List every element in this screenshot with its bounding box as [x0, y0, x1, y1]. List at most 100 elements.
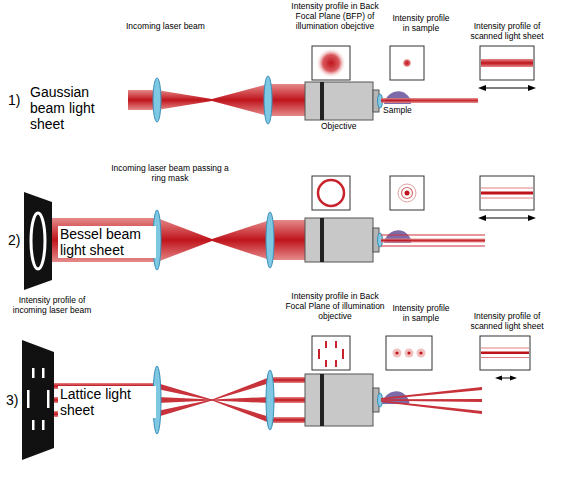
side-lobe — [481, 348, 529, 349]
bessel-core — [405, 191, 410, 196]
bfp-dash — [335, 341, 337, 348]
part-label: Sample — [383, 106, 412, 116]
arrow-head — [528, 215, 536, 221]
bfp-dash — [335, 360, 337, 367]
mask-slit — [47, 390, 50, 408]
laser-beam — [212, 84, 268, 116]
row-title: Gaussian beam light sheet — [28, 84, 128, 132]
objective-body — [305, 82, 373, 120]
side-lobe — [381, 246, 485, 247]
header-label: Intensity profile of scanned light sheet — [461, 312, 553, 332]
laser-beam — [157, 218, 212, 262]
scan-arrow — [484, 218, 530, 219]
arrow-head — [528, 85, 536, 91]
row-number: 3) — [4, 392, 20, 408]
profile-box — [312, 176, 350, 210]
laser-beam — [270, 417, 305, 423]
lens — [266, 370, 274, 430]
header-label: Incoming laser beam — [126, 22, 205, 32]
lattice-spot — [405, 349, 414, 358]
header-label: Intensity profile of incoming laser beam — [2, 296, 102, 316]
lens — [153, 78, 161, 122]
laser-beam — [270, 397, 305, 403]
profile-box — [386, 336, 432, 370]
laser-beam — [212, 397, 270, 403]
laser-beam — [157, 400, 212, 418]
objective-bfp-bar — [320, 82, 324, 120]
header-label: Intensity profile in sample — [389, 14, 453, 34]
mask-ring — [31, 213, 45, 269]
objective-bfp-bar — [320, 218, 324, 262]
profile-box — [480, 336, 530, 370]
laser-beam — [212, 400, 270, 424]
gaussian-profile — [316, 48, 346, 78]
side-lobe — [481, 357, 529, 358]
mask-slit — [42, 420, 45, 430]
arrow-head — [510, 376, 517, 381]
row-number: 1) — [6, 92, 22, 108]
lattice-mask — [22, 340, 54, 460]
ring-profile — [318, 180, 344, 206]
row-title: Bessel beam light sheet — [58, 226, 156, 258]
laser-beam — [268, 84, 305, 116]
light-sheet-beam — [381, 98, 478, 103]
side-lobe — [481, 198, 533, 199]
bfp-dash — [318, 349, 320, 359]
mask-slit — [32, 420, 35, 430]
light-sheet-beam — [381, 401, 482, 415]
bfp-dash — [325, 360, 327, 367]
lattice-spot — [417, 349, 426, 358]
laser-beam — [52, 218, 157, 262]
header-label: Incoming laser beam passing a ring mask — [110, 164, 230, 184]
profile-box — [390, 46, 424, 80]
objective-body — [305, 374, 373, 426]
light-sheet-band — [481, 352, 529, 355]
mask-slit — [42, 368, 45, 378]
light-sheet-band — [481, 59, 533, 67]
part-label: Objective — [321, 122, 356, 132]
mask-slit — [27, 390, 30, 408]
laser-beam — [270, 377, 305, 383]
light-sheet-beam — [381, 399, 482, 402]
bessel-ring — [398, 184, 416, 202]
lattice-spot — [419, 351, 422, 354]
header-label: Intensity profile in Back Focal Plane (B… — [282, 2, 388, 31]
arrow-head — [478, 85, 486, 91]
lens — [266, 212, 274, 268]
profile-box — [390, 176, 424, 210]
header-label: Intensity profile in sample — [389, 304, 453, 324]
ring-mask — [24, 192, 52, 290]
profile-box — [480, 46, 534, 80]
objective-body — [305, 218, 373, 262]
light-sheet-beam — [381, 387, 482, 400]
arrow-head — [478, 215, 486, 221]
laser-beam — [212, 377, 270, 401]
row-number: 2) — [6, 232, 22, 248]
lattice-spot — [393, 349, 402, 358]
arrow-head — [495, 376, 502, 381]
side-lobe — [381, 235, 485, 236]
light-sheet-band — [481, 192, 533, 195]
header-label: Intensity profile of scanned light sheet — [461, 22, 553, 42]
mask-slit — [32, 368, 35, 378]
laser-beam — [157, 90, 212, 110]
profile-box — [480, 176, 534, 210]
focus-spot — [402, 58, 412, 68]
lattice-spot — [395, 351, 398, 354]
header-label: Intensity profile in Back Focal Plane of… — [282, 292, 388, 321]
light-sheet-beam — [381, 239, 485, 243]
lattice-spot — [407, 351, 410, 354]
profile-box — [312, 336, 350, 370]
profile-box — [312, 46, 350, 80]
row-title: Lattice light sheet — [58, 386, 156, 418]
bfp-dash — [325, 341, 327, 348]
laser-beam — [270, 220, 305, 260]
lens — [264, 76, 272, 124]
laser-beam — [212, 220, 270, 260]
scan-arrow — [484, 88, 530, 89]
objective-bfp-bar — [320, 374, 324, 426]
side-lobe — [481, 188, 533, 189]
bessel-ring — [402, 188, 413, 199]
bfp-dash — [342, 349, 344, 359]
